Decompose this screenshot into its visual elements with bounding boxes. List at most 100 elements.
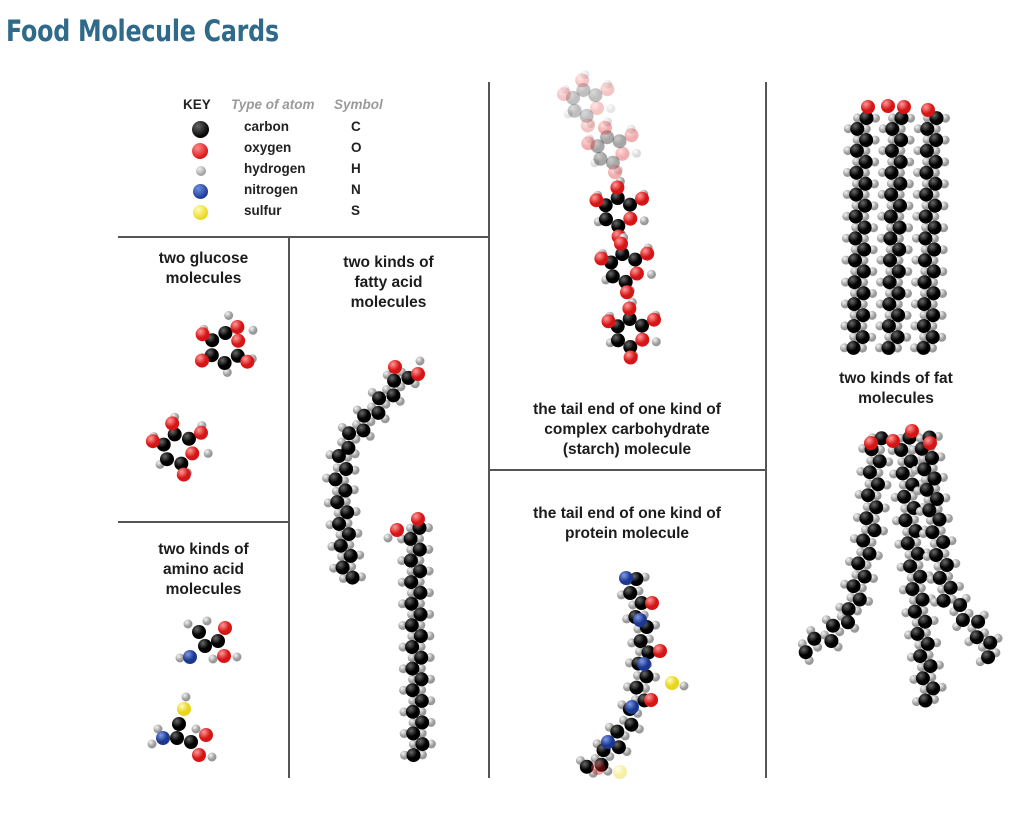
hydrogen-atom: [869, 223, 879, 233]
hydrogen-atom: [939, 179, 949, 189]
sulfur-atom: [613, 765, 627, 779]
oxygen-atom: [176, 467, 191, 482]
carbon-atom: [372, 391, 387, 406]
carbon-atom: [869, 500, 884, 515]
carbon-atom: [639, 669, 654, 684]
hydrogen-atom: [941, 113, 950, 123]
hydrogen-atom: [861, 124, 871, 134]
hydrogen-atom: [406, 545, 416, 555]
hydrogen-atom: [912, 211, 922, 221]
oxygen-atom: [195, 327, 210, 342]
hydrogen-atom: [417, 728, 427, 738]
hydrogen-atom: [896, 146, 906, 156]
nitrogen-atom: [156, 731, 170, 745]
hydrogen-atom: [852, 157, 862, 167]
carbon-atom: [847, 275, 862, 290]
key-atom-name: nitrogen: [244, 182, 298, 197]
caption-line: two kinds of: [343, 254, 434, 271]
oxygen-atom: [861, 100, 875, 114]
hydrogen-atom: [885, 266, 895, 276]
hydrogen-atom: [893, 343, 902, 353]
nitrogen-atom: [625, 700, 639, 714]
hydrogen-atom: [851, 179, 861, 189]
hydrogen-atom: [397, 534, 407, 544]
hydrogen-atom: [876, 277, 886, 287]
key-atom-symbol: S: [351, 203, 361, 218]
hydrogen-atom: [920, 266, 930, 276]
carbon-atom: [898, 513, 913, 528]
caption-line: complex carbohydrate: [544, 421, 710, 438]
oxygen-atom: [192, 748, 206, 762]
carbon-atom: [414, 693, 429, 708]
hydrogen-atom: [921, 201, 931, 210]
carbon-atom: [192, 625, 206, 639]
hydrogen-atom: [175, 653, 185, 663]
sulfur-atom-icon: [193, 205, 208, 220]
hydrogen-atom: [222, 368, 232, 377]
hydrogen-atom: [425, 609, 435, 619]
carbon-atom: [907, 604, 922, 619]
carbon-atom: [969, 630, 984, 645]
hydrogen-atom: [886, 201, 896, 210]
carbon-atom: [891, 264, 906, 279]
carbon-atom: [894, 111, 909, 126]
carbon-atom: [918, 693, 933, 708]
oxygen-atom: [195, 353, 209, 368]
carbon-atom: [859, 511, 874, 526]
oxygen-atom: [600, 82, 615, 97]
hydrogen-atom: [408, 739, 418, 749]
carbon-atom: [858, 198, 872, 213]
carbon-atom: [856, 286, 871, 301]
hydrogen-atom: [861, 146, 871, 156]
carbon-atom: [629, 572, 644, 586]
nitrogen-atom: [601, 735, 615, 749]
hydrogen-atom: [928, 321, 938, 331]
carbon-atom: [857, 569, 872, 584]
carbon-atom: [174, 456, 189, 471]
carbon-atom: [849, 143, 864, 158]
carbon-atom: [848, 253, 862, 268]
carbon-atom: [895, 466, 910, 481]
hydrogen-atom: [840, 321, 850, 331]
hydrogen-atom: [406, 523, 415, 533]
oxygen-atom: [610, 180, 625, 195]
hydrogen-atom: [853, 113, 862, 123]
carbon-atom: [981, 650, 996, 665]
hydrogen-atom: [849, 332, 859, 342]
carbon-atom: [971, 614, 986, 629]
carbon-atom: [387, 373, 402, 388]
hydrogen-atom: [851, 201, 861, 210]
hydrogen-atom: [887, 135, 897, 145]
oxygen-atom: [635, 191, 649, 206]
oxygen-atom: [608, 165, 622, 180]
hydrogen-atom: [884, 310, 894, 320]
hydrogen-atom: [191, 724, 201, 734]
carbon-atom: [826, 618, 840, 633]
hydrogen-atom: [408, 718, 418, 728]
hydrogen-atom: [399, 707, 409, 717]
hydrogen-atom: [424, 566, 434, 576]
oxygen-atom: [589, 193, 604, 208]
hydrogen-atom: [398, 664, 408, 674]
carbon-atom: [883, 253, 897, 268]
oxygen-atom: [591, 761, 605, 775]
oxygen-atom: [194, 425, 208, 440]
key-atom-symbol: C: [351, 119, 361, 134]
hydrogen-atom: [910, 321, 920, 331]
hydrogen-atom: [921, 179, 931, 189]
hydrogen-atom: [919, 310, 929, 320]
hydrogen-atom: [415, 577, 425, 587]
hydrogen-atom: [869, 179, 879, 189]
carbon-atom: [953, 598, 968, 612]
oxygen-atom: [644, 693, 658, 707]
hydrogen-atom: [877, 211, 887, 221]
hydrogen-atom: [875, 299, 885, 309]
hydrogen-atom: [426, 696, 436, 706]
carbon-atom: [415, 715, 430, 730]
caption-line: (starch) molecule: [562, 441, 692, 458]
hydrogen-atom: [248, 325, 258, 335]
carbon-atom: [405, 683, 420, 698]
oxygen-atom: [388, 360, 402, 374]
carbon-atom: [610, 191, 625, 205]
caption-line: protein molecule: [564, 525, 690, 542]
